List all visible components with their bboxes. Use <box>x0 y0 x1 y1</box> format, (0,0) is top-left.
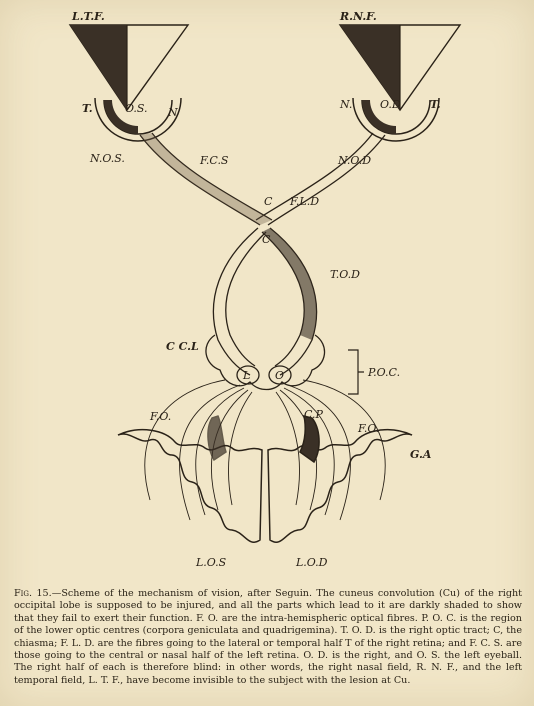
label-poc: P.O.C. <box>367 366 400 379</box>
figure-caption: Fig. 15.—Scheme of the mechanism of visi… <box>14 588 522 687</box>
label-nos: N.O.S. <box>89 152 125 165</box>
left-occipital-lobe <box>118 416 262 542</box>
label-rnf: R.N.F. <box>339 10 377 23</box>
label-t-right: T. <box>430 98 441 111</box>
lower-optic-centres <box>206 335 325 390</box>
label-tod: T.O.D <box>330 268 360 281</box>
label-n-left: N <box>167 106 178 119</box>
caption-fig-number: Fig. 15. <box>14 588 52 599</box>
label-od-top: O.D. <box>380 98 404 111</box>
label-c1: C <box>264 195 273 208</box>
label-l: L <box>242 369 250 382</box>
label-c2: C <box>262 233 271 246</box>
label-los: L.O.S <box>195 556 227 569</box>
poc-bracket <box>348 350 364 394</box>
optic-radiations <box>145 380 385 520</box>
label-cp: C.P <box>304 408 324 421</box>
label-lod: L.O.D <box>295 556 328 569</box>
right-occipital-lobe <box>268 416 412 542</box>
label-n-right: N. <box>339 98 352 111</box>
caption-text: —Scheme of the mechanism of vision, afte… <box>14 588 522 686</box>
optic-nerve-shading <box>140 133 272 225</box>
label-o: O <box>275 369 284 382</box>
label-ga: G.A <box>410 448 432 461</box>
label-fo-right: F.O. <box>357 422 379 435</box>
label-nod: N.O.D <box>337 154 371 167</box>
optic-tracts <box>213 228 316 375</box>
label-fld: F.L.D <box>289 195 319 208</box>
label-t-left: T. <box>82 102 93 115</box>
label-ccl: C C.L <box>166 340 199 353</box>
label-fcs: F.C.S <box>199 154 229 167</box>
label-fo-left: F.O. <box>149 410 171 423</box>
vision-diagram: L.T.F. R.N.F. T. O.S. N N. O.D. T. N.O.S… <box>0 0 534 580</box>
left-visual-field <box>70 25 188 110</box>
optic-nerves <box>140 133 385 225</box>
label-ltf: L.T.F. <box>71 10 105 23</box>
label-os-top: O.S. <box>125 102 148 115</box>
